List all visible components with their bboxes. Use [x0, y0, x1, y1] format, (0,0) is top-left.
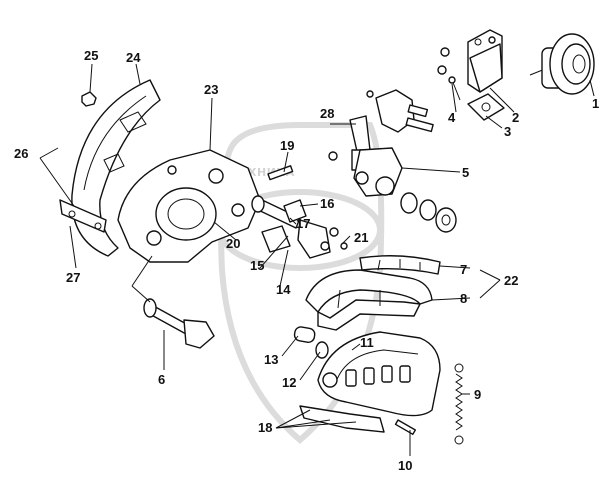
return-spring	[454, 363, 464, 445]
clevis-fork	[366, 89, 434, 133]
callout-15: 15	[250, 258, 264, 273]
bolt	[448, 76, 461, 101]
shield-segment	[59, 199, 107, 233]
gasket-plate	[467, 93, 505, 121]
callout-6: 6	[158, 372, 165, 387]
callout-8: 8	[460, 291, 467, 306]
pin	[267, 165, 294, 181]
callout-24: 24	[126, 50, 141, 65]
slack-adjuster	[328, 115, 403, 197]
callout-18: 18	[258, 420, 272, 435]
callout-17: 17	[296, 216, 310, 231]
leader-lines	[39, 63, 595, 456]
cam-rollers	[293, 326, 329, 359]
callout-26: 26	[14, 146, 28, 161]
callout-22: 22	[504, 273, 518, 288]
callout-3: 3	[504, 124, 511, 139]
callout-19: 19	[280, 138, 294, 153]
brake-lining	[359, 255, 441, 275]
callout-16: 16	[320, 196, 334, 211]
callout-20: 20	[226, 236, 240, 251]
callout-5: 5	[462, 165, 469, 180]
nut	[81, 91, 97, 107]
callout-14: 14	[276, 282, 291, 297]
brake-spider	[117, 149, 261, 263]
callout-7: 7	[460, 262, 467, 277]
small-pin	[394, 419, 417, 436]
callout-23: 23	[204, 82, 218, 97]
washers	[400, 192, 457, 233]
callout-12: 12	[282, 375, 296, 390]
anchor-pin	[143, 298, 215, 349]
callout-labels: 1 2 3 4 5 6 7 8 9 10 11 12 13 14 15 16 1…	[14, 48, 599, 473]
callout-2: 2	[512, 110, 519, 125]
callout-28: 28	[320, 106, 334, 121]
upper-brake-shoe	[305, 269, 433, 331]
callout-10: 10	[398, 458, 412, 473]
callout-9: 9	[474, 387, 481, 402]
callout-11: 11	[360, 335, 374, 350]
lower-brake-shoe	[317, 331, 441, 417]
chamber-bracket	[437, 29, 503, 93]
callout-13: 13	[264, 352, 278, 367]
callout-1: 1	[592, 96, 599, 111]
callout-25: 25	[84, 48, 98, 63]
roller-bracket	[261, 225, 291, 253]
callout-27: 27	[66, 270, 80, 285]
dust-shield	[71, 79, 161, 257]
lower-linings	[299, 405, 385, 433]
callout-4: 4	[448, 110, 456, 125]
callout-21: 21	[354, 230, 368, 245]
brake-chamber	[529, 33, 595, 95]
